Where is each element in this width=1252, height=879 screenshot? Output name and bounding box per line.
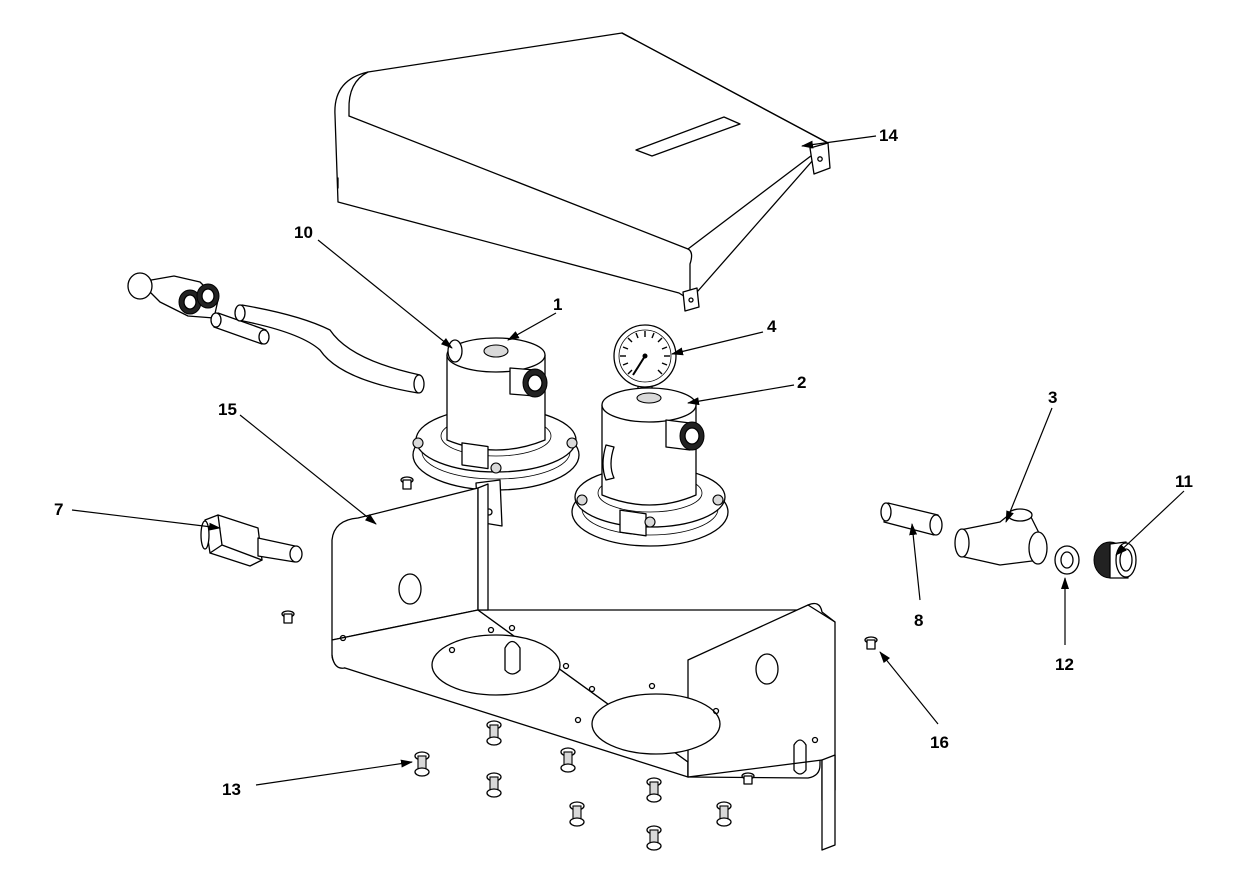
- part-3-elbow: [954, 508, 1048, 566]
- callout-10: 10: [294, 223, 313, 242]
- callout-14: 15: [218, 400, 237, 419]
- small-screw-b: [281, 610, 295, 624]
- union-y-fitting: [127, 272, 220, 319]
- part-2-regulator: [571, 387, 729, 547]
- callout-3: 3: [1048, 388, 1057, 407]
- leader-15: [255, 759, 413, 786]
- callout-13: 14: [879, 126, 898, 145]
- part-15-screws: [414, 720, 755, 851]
- leader-10: [317, 239, 453, 349]
- part-12-washer: [1054, 545, 1080, 575]
- callout-4: 4: [767, 317, 777, 336]
- tube-long: [234, 304, 425, 394]
- leader-11: [1115, 490, 1185, 556]
- part-1-regulator: [412, 337, 580, 527]
- callout-labels: 14 10 1 4 2 15 7 3 11 8 12 16 13: [54, 126, 1193, 799]
- leader-4: [671, 331, 764, 356]
- leader-1: [507, 312, 557, 341]
- part-8-tube: [880, 502, 943, 536]
- callout-1: 1: [553, 295, 562, 314]
- part-11-bushing: [1093, 541, 1137, 579]
- part-14-bracket: [331, 483, 836, 851]
- callout-2: 2: [797, 373, 806, 392]
- callout-8: 8: [914, 611, 923, 630]
- leader-16: [879, 651, 939, 725]
- leader-3: [1005, 407, 1053, 523]
- small-screw-a: [400, 476, 414, 490]
- callout-11: 11: [1175, 472, 1193, 491]
- leader-8: [909, 523, 921, 601]
- leader-lines: [71, 135, 1185, 786]
- part-16-screw: [864, 636, 878, 650]
- callout-15: 13: [222, 780, 241, 799]
- leader-14: [239, 414, 377, 525]
- callout-16: 16: [930, 733, 949, 752]
- tube-short: [210, 312, 270, 345]
- leader-13: [801, 135, 877, 149]
- part-4-gauge: [613, 324, 677, 395]
- part-13-cover: [334, 32, 831, 312]
- callout-12: 12: [1055, 655, 1074, 674]
- leader-7: [71, 509, 221, 531]
- part-7-fitting: [200, 514, 303, 567]
- leader-2: [687, 384, 795, 406]
- callout-7: 7: [54, 500, 63, 519]
